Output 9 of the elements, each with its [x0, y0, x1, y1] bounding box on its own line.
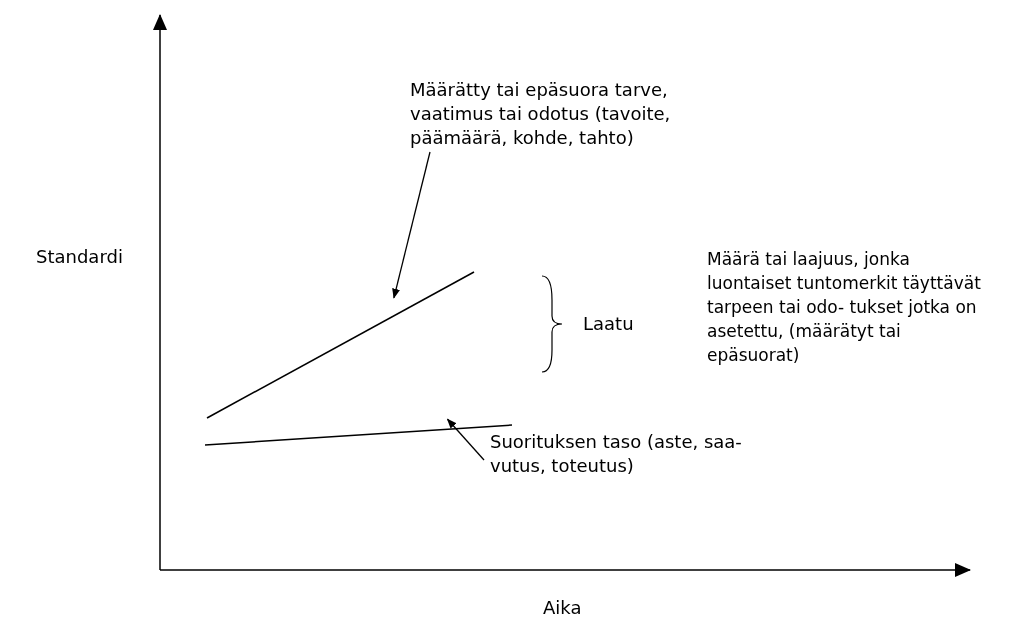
trend-line — [206, 271, 475, 419]
definition-text: Määrä tai laajuus, jonka luontaiset tuntomerkit täyttävät tarpeen tai odo- tukset jotka on asetettu, (määrätyt tai epäsuorat) — [707, 248, 982, 367]
annotation-text: Määrätty tai epäsuora tarve, vaatimus tai odotus (tavoite, päämäärä, kohde, tahto) — [410, 78, 750, 150]
annotation-text: Suorituksen taso (aste, saa- vutus, toteutus) — [490, 430, 780, 478]
leader-arrow — [392, 151, 431, 299]
bracket-label: Laatu — [583, 312, 635, 336]
axis-label: Aika — [543, 596, 583, 620]
axis-label: Standardi — [36, 245, 124, 269]
leader-arrow — [446, 418, 485, 461]
